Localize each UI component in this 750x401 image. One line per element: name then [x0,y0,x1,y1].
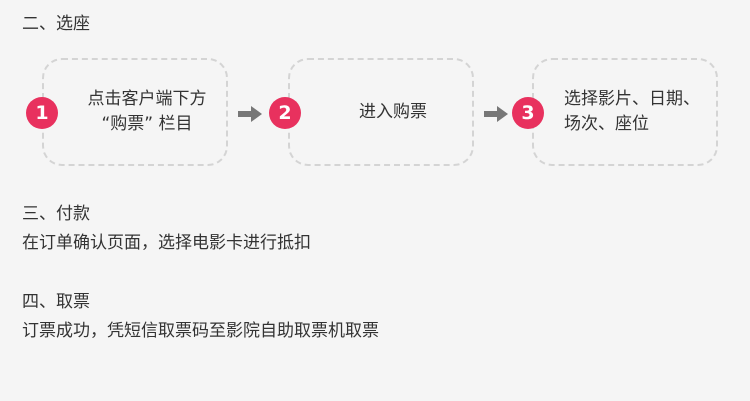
step-1-line-2: “购票” 栏目 [101,114,193,134]
step-box-3: 选择影片、日期、 场次、座位 [532,58,718,166]
section-heading-select-seat: 二、选座 [22,14,90,34]
payment-description: 在订单确认页面，选择电影卡进行抵扣 [22,233,311,253]
step-3-line-2: 场次、座位 [564,114,649,134]
right-arrow-icon [484,106,508,122]
step-3-line-1: 选择影片、日期、 [564,89,700,109]
step-1-line-1: 点击客户端下方 [87,89,207,109]
step-box-1: 点击客户端下方 “购票” 栏目 [42,58,228,166]
step-2-text: 进入购票 [320,60,466,164]
step-3-number-badge: 3 [512,97,544,129]
section-heading-pickup: 四、取票 [22,292,90,312]
pickup-description: 订票成功，凭短信取票码至影院自助取票机取票 [22,321,379,341]
step-3-text: 选择影片、日期、 场次、座位 [564,60,710,164]
right-arrow-icon [238,106,262,122]
step-2-line-1: 进入购票 [359,101,427,122]
section-heading-payment: 三、付款 [22,204,90,224]
step-2-number-badge: 2 [269,97,301,129]
step-box-2: 进入购票 [288,58,474,166]
step-1-text: 点击客户端下方 “购票” 栏目 [74,60,220,164]
step-1-number-badge: 1 [26,97,58,129]
